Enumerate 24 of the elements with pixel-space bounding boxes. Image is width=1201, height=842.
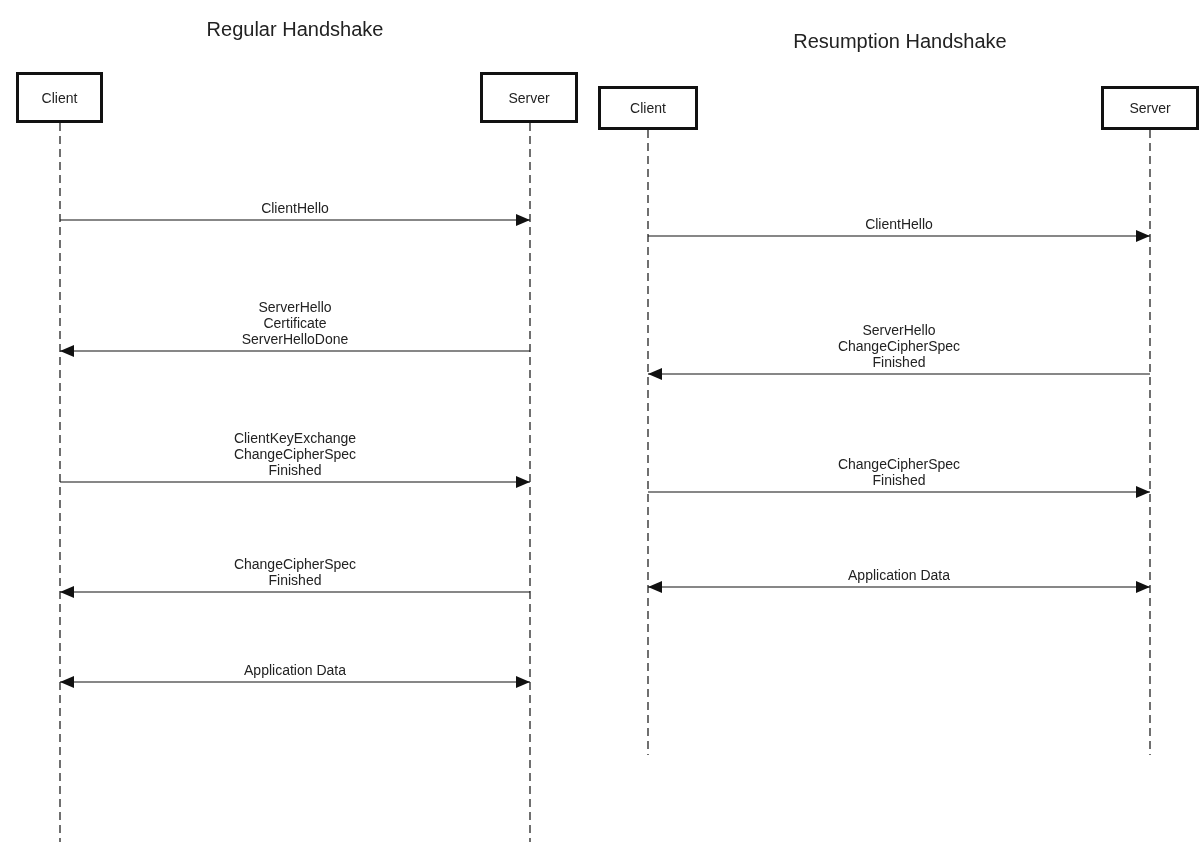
double-headed-arrow (59, 676, 531, 688)
participant-name: Server (1129, 100, 1171, 116)
participant-name: Client (41, 89, 78, 106)
edge-label: ClientKeyExchange ChangeCipherSpec Finished (231, 430, 359, 478)
double-headed-arrow (647, 581, 1151, 593)
participant-name: Client (630, 100, 666, 116)
message-arrow (647, 368, 1151, 380)
panel-heading: Resumption Handshake (793, 30, 1007, 53)
edge-label: ClientHello (863, 216, 935, 232)
edge-label: ClientHello (259, 200, 331, 216)
message-arrow (59, 345, 531, 357)
edge-label: Application Data (242, 662, 348, 678)
panel-heading: Regular Handshake (206, 18, 384, 41)
edge-label: ChangeCipherSpec Finished (835, 456, 963, 488)
message-arrow (59, 586, 531, 598)
message-arrow (647, 486, 1151, 498)
participant-name: Server (508, 89, 550, 106)
message-arrow (59, 476, 531, 488)
message-arrow (647, 230, 1151, 242)
edge-label: Application Data (846, 567, 952, 583)
edge-label: ServerHello ChangeCipherSpec Finished (835, 322, 963, 370)
message-arrow (59, 214, 531, 226)
edge-label: ServerHello Certificate ServerHelloDone (239, 299, 351, 347)
edge-label: ChangeCipherSpec Finished (231, 556, 359, 588)
